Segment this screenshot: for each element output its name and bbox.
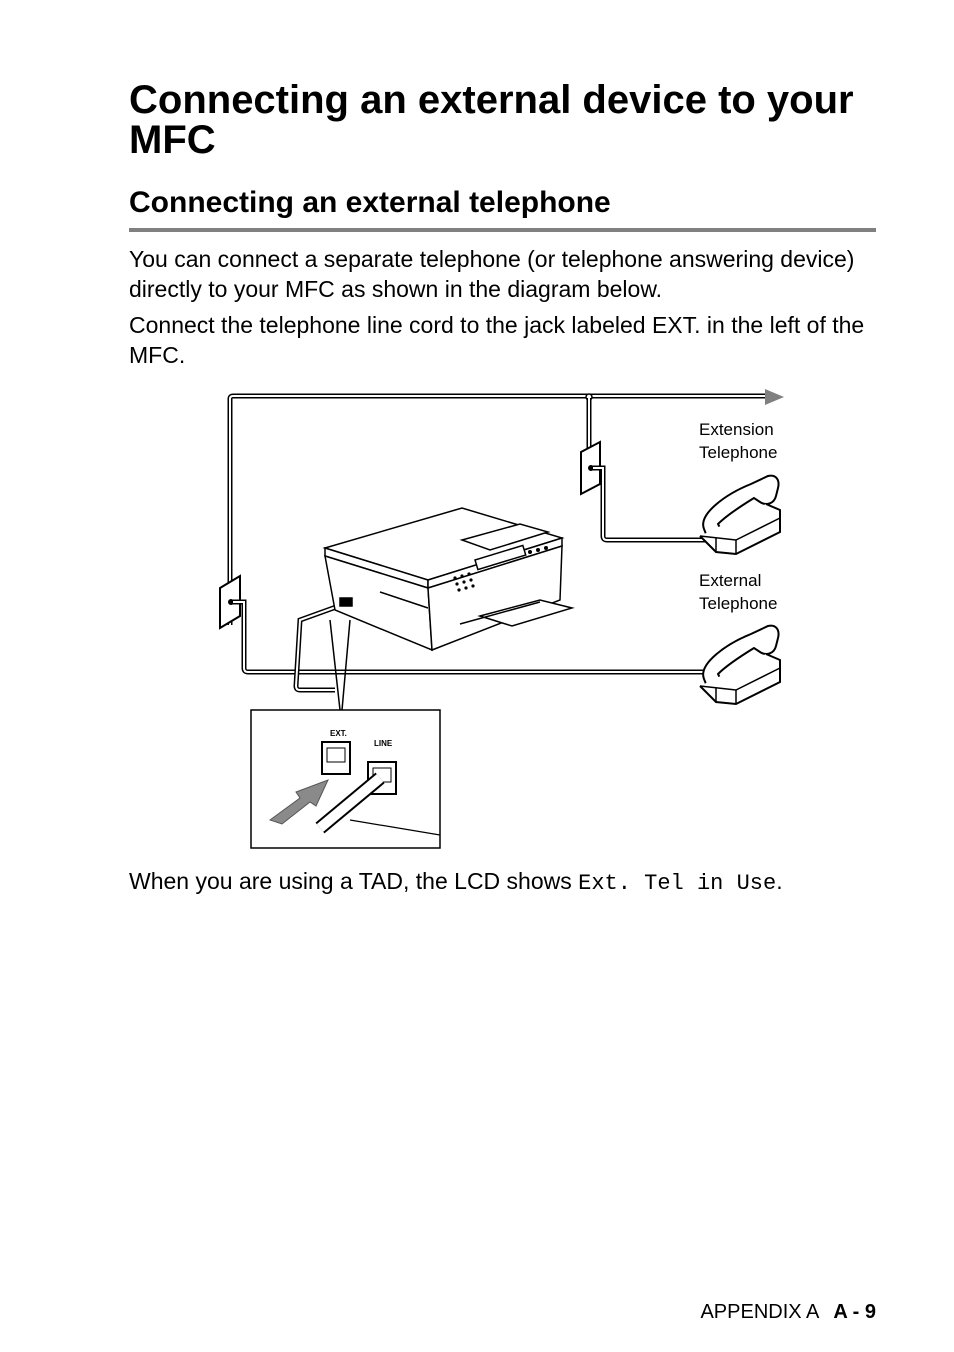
jack-line-label: LINE <box>374 739 393 748</box>
paragraph-intro: You can connect a separate telephone (or… <box>129 246 855 302</box>
heading-rule <box>129 228 876 232</box>
telephone-line <box>227 389 784 625</box>
extension-label-1: Extension <box>699 420 774 439</box>
section-heading: Connecting an external telephone <box>129 186 611 219</box>
line-arrow-icon <box>765 389 784 405</box>
mfc-cords <box>293 599 351 693</box>
jack-ext-label: EXT. <box>330 729 347 738</box>
mfc-machine <box>322 507 575 652</box>
lcd-note-text: When you are using a TAD, the LCD shows <box>129 868 579 894</box>
footer-section: APPENDIX A <box>700 1301 820 1323</box>
main-wall-jack <box>219 574 705 675</box>
lcd-message: Ext. Tel in Use <box>578 871 777 896</box>
external-telephone-icon <box>699 624 781 705</box>
page-title: Connecting an external device to your MF… <box>129 78 854 162</box>
extension-wall-jack <box>580 440 705 543</box>
paragraph-instruction: Connect the telephone line cord to the j… <box>129 312 865 368</box>
extension-telephone-icon <box>699 474 781 555</box>
extension-label-2: Telephone <box>699 443 777 462</box>
lcd-note-end: . <box>776 868 783 894</box>
paragraph-lcd-note: When you are using a TAD, the LCD shows … <box>129 866 879 899</box>
external-label-1: External <box>699 571 761 590</box>
connection-diagram: EXT. LINE Extension Telephone External T… <box>219 389 784 849</box>
inset-pointer <box>329 619 351 711</box>
external-label-2: Telephone <box>699 594 777 613</box>
jack-inset: EXT. LINE <box>250 709 441 849</box>
footer-page-number: A - 9 <box>833 1301 876 1323</box>
plug-arrow-icon <box>268 779 329 825</box>
page-footer: APPENDIX A A - 9 <box>700 1300 876 1324</box>
